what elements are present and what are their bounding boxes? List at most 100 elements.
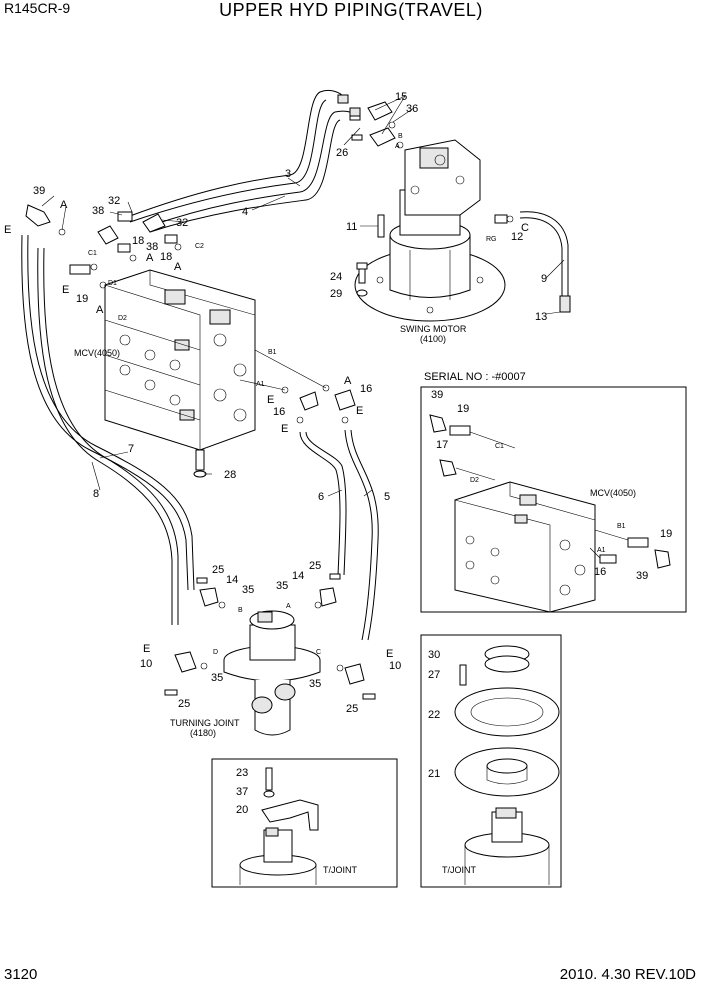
- page-number: 3120: [4, 966, 38, 983]
- port-code-b1: B1: [268, 349, 277, 356]
- callout-15: 15: [395, 91, 407, 103]
- callout-19: 19: [76, 293, 88, 305]
- port-letter-e5: E: [143, 643, 150, 655]
- callout-10a: 10: [140, 658, 152, 670]
- inset-clamp-frame: [420, 634, 562, 888]
- callout-26: 26: [336, 147, 348, 159]
- inset-serial-frame: [420, 386, 687, 613]
- hose-9: [519, 211, 571, 313]
- swing-motor-code: (4100): [420, 334, 446, 344]
- callout-28: 28: [224, 469, 236, 481]
- mcv-label: MCV(4050): [74, 348, 120, 358]
- serial-inset-title: SERIAL NO : -#0007: [424, 371, 526, 383]
- callout-35d: 35: [309, 678, 321, 690]
- model-code: R145CR-9: [4, 0, 71, 16]
- port-code-d1: D1: [108, 280, 117, 287]
- port-code-c2: C2: [195, 243, 204, 250]
- serial-port-d2: D2: [470, 477, 479, 484]
- fitting-12: [494, 214, 514, 224]
- mcv-port-fittings: [25, 204, 182, 289]
- hose-7-8: [21, 234, 195, 625]
- hose-3-4: [129, 89, 357, 233]
- inset-bracket-frame: [211, 758, 398, 888]
- serial-callout-39b: 39: [636, 570, 648, 582]
- turning-joint-label: TURNING JOINT: [170, 718, 240, 728]
- port-letter-e1: E: [4, 224, 11, 236]
- hose-9-fitting: [559, 295, 571, 313]
- callout-9: 9: [541, 273, 547, 285]
- port-code-rg: RG: [486, 236, 497, 243]
- port-letter-c: C: [521, 222, 529, 234]
- port-code-tj-d: D: [213, 649, 218, 656]
- callout-16a: 16: [360, 383, 372, 395]
- callout-6: 6: [318, 491, 324, 503]
- serial-port-b1: B1: [617, 523, 626, 530]
- clamp-callout-21: 21: [428, 768, 440, 780]
- serial-port-c1: C1: [495, 443, 504, 450]
- port-code-tj-a: A: [286, 603, 291, 610]
- serial-inset-mcv: MCV(4050): [590, 488, 636, 498]
- clamp-callout-22: 22: [428, 709, 440, 721]
- callout-7: 7: [128, 443, 134, 455]
- callout-39: 39: [33, 185, 45, 197]
- serial-port-a1: A1: [597, 547, 606, 554]
- serial-callout-19b: 19: [660, 528, 672, 540]
- callout-25a: 25: [212, 564, 224, 576]
- callout-35c: 35: [211, 672, 223, 684]
- callout-11: 11: [346, 221, 357, 233]
- port-code-tj-b: B: [238, 607, 243, 614]
- port-letter-a4: A: [96, 304, 104, 316]
- callout-25b: 25: [309, 560, 321, 572]
- callout-16b: 16: [273, 406, 285, 418]
- mcv-b1-a1-fittings: [239, 349, 356, 424]
- clamp-callout-30: 30: [428, 649, 440, 661]
- inset-clamp: [454, 645, 560, 885]
- callout-18b: 18: [160, 251, 172, 263]
- serial-callout-17: 17: [436, 439, 448, 451]
- callout-32b: 32: [176, 217, 188, 229]
- bracket-callout-23: 23: [236, 767, 248, 779]
- turning-joint-code: (4180): [190, 728, 216, 738]
- callout-10b: 10: [389, 660, 401, 672]
- leader-lines: [41, 95, 565, 497]
- callout-25d: 25: [346, 703, 358, 715]
- inset-bracket: [239, 767, 319, 885]
- callout-3: 3: [285, 168, 291, 180]
- swing-motor-label: SWING MOTOR: [400, 324, 467, 334]
- callout-38a: 38: [92, 205, 104, 217]
- bolt-24: [356, 262, 368, 297]
- callout-13: 13: [535, 311, 547, 323]
- callout-35a: 35: [242, 584, 254, 596]
- callout-24: 24: [330, 271, 342, 283]
- hose-6-5: [299, 429, 379, 641]
- callout-14a: 14: [226, 574, 238, 586]
- port-letter-a2: A: [146, 252, 154, 264]
- bracket-inset-label: T/JOINT: [323, 865, 357, 875]
- port-letter-e2: E: [62, 284, 69, 296]
- port-letter-a7: E: [267, 394, 274, 406]
- callout-5: 5: [384, 491, 390, 503]
- callout-36: 36: [406, 103, 418, 115]
- mcv-valve-block: [104, 269, 256, 478]
- inset-serial-mcv: [429, 414, 671, 613]
- port-letter-e3: E: [356, 405, 363, 417]
- port-letter-b: B: [398, 133, 403, 140]
- callout-38b: 38: [146, 241, 158, 253]
- callout-12: 12: [511, 231, 523, 243]
- serial-callout-19a: 19: [457, 403, 469, 415]
- serial-callout-39a: 39: [431, 389, 443, 401]
- clamp-inset-label: T/JOINT: [442, 865, 476, 875]
- callout-4: 4: [242, 206, 248, 218]
- port-code-a1: A1: [256, 381, 265, 388]
- callout-35b: 35: [276, 580, 288, 592]
- port-letter-a5: A: [395, 143, 400, 150]
- callout-8: 8: [93, 488, 99, 500]
- callout-29: 29: [330, 288, 342, 300]
- port-letter-e4: E: [281, 423, 288, 435]
- serial-callout-16: 16: [594, 566, 606, 578]
- swing-motor: [354, 139, 506, 322]
- port-letter-a6: A: [344, 375, 352, 387]
- port-letter-a1: A: [60, 199, 68, 211]
